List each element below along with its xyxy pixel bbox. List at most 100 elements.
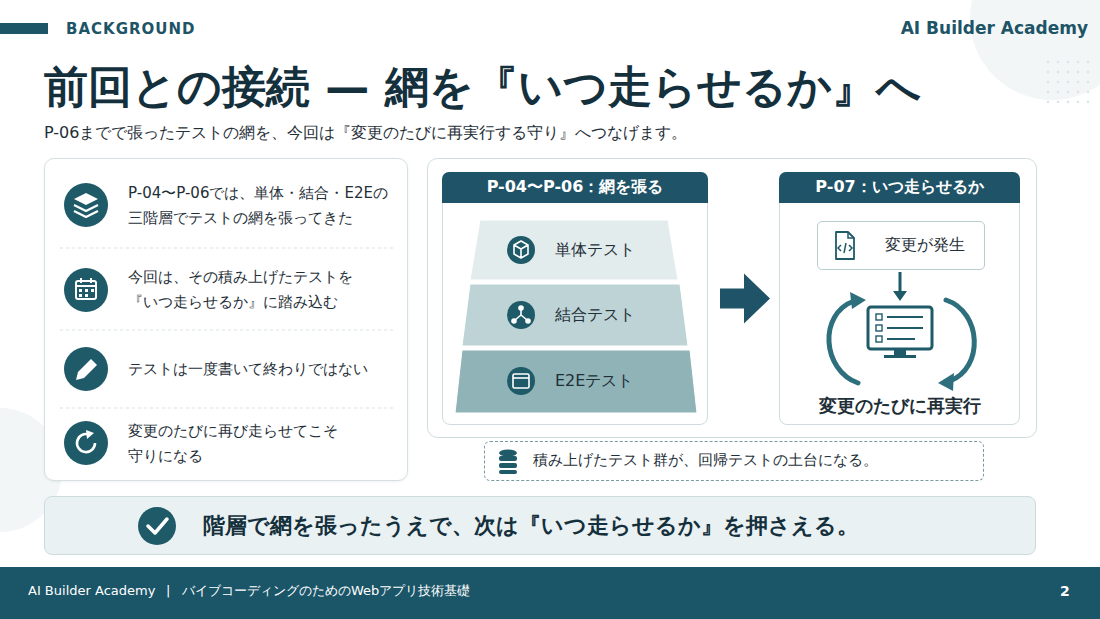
- path-shape: [836, 232, 854, 259]
- tier-label: E2Eテスト: [555, 350, 685, 413]
- page-number: 2: [1060, 581, 1070, 601]
- circle-shape: [1067, 81, 1070, 84]
- check-icon: [138, 507, 176, 545]
- box-heading: P-07：いつ走らせるか: [779, 172, 1020, 203]
- rect-shape: [513, 374, 529, 388]
- line-shape: [899, 272, 902, 293]
- rect-shape: [85, 289, 88, 292]
- circle-shape: [507, 236, 535, 264]
- rect-shape: [91, 289, 94, 292]
- circle-shape: [1057, 71, 1060, 74]
- rect-shape: [876, 325, 882, 331]
- path-shape: [74, 205, 98, 211]
- refresh-icon: [64, 421, 108, 465]
- dot-grid: [1047, 61, 1090, 104]
- circle-shape: [64, 268, 108, 312]
- pencil-icon: [64, 347, 108, 391]
- rect-shape: [76, 281, 96, 299]
- rect-shape: [85, 294, 88, 297]
- line-shape: [60, 408, 395, 409]
- circle-shape: [1047, 91, 1050, 94]
- cycle-arrows: [829, 292, 974, 391]
- stage-box: P-07：いつ走らせるか変更のたびに再実行変更が発生: [779, 172, 1020, 425]
- code-file-icon: [836, 232, 854, 259]
- tier-fill: [455, 350, 697, 413]
- polygon-shape: [938, 373, 954, 391]
- section-tag: BACKGROUND: [66, 19, 195, 39]
- footer-course: バイブコーディングのためのWebアプリ技術基礎: [182, 582, 470, 600]
- circle-shape: [507, 367, 535, 395]
- circle-shape: [1087, 91, 1090, 94]
- tier-fill: [462, 284, 688, 346]
- panel-point: テストは一度書いて終わりではない: [128, 357, 403, 382]
- path-shape: [77, 434, 95, 452]
- circle-shape: [64, 347, 108, 391]
- outer-frame: [428, 159, 1037, 438]
- pyramid-tier: 結合テスト: [462, 284, 688, 346]
- line-shape: [520, 309, 522, 315]
- pyramid-tier: 単体テスト: [470, 220, 678, 280]
- brand-name: AI Builder Academy: [901, 17, 1088, 39]
- path-shape: [74, 211, 98, 217]
- window-icon: [507, 367, 535, 395]
- rect-shape: [876, 314, 882, 320]
- path-shape: [829, 301, 858, 383]
- rect-shape: [884, 355, 916, 358]
- cube-icon: [507, 236, 535, 264]
- rect-shape: [79, 294, 82, 297]
- rect-shape: [499, 463, 517, 468]
- line-shape: [76, 285, 96, 287]
- circle-shape: [1047, 61, 1050, 64]
- panel-point: 変更のたびに再び走らせてこそ 守りになる: [128, 419, 403, 469]
- circle-shape: [1077, 101, 1080, 104]
- line-shape: [887, 316, 923, 318]
- decor-circle: [970, 0, 1100, 100]
- line-shape: [90, 278, 92, 283]
- circle-shape: [1057, 81, 1060, 84]
- calendar-icon: [64, 268, 108, 312]
- path-shape: [74, 193, 98, 205]
- ellipse-shape: [499, 450, 517, 457]
- pyramid-tier: E2Eテスト: [455, 350, 697, 413]
- network-icon: [507, 301, 535, 329]
- subtitle: P-06までで張ったテストの網を、今回は『変更のたびに再実行する守り』へつなげま…: [44, 122, 687, 144]
- row-separators: [60, 248, 395, 408]
- tier-label: 単体テスト: [555, 220, 675, 280]
- note-box: 積み上げたテスト群が、回帰テストの土台になる。: [484, 441, 984, 481]
- box-heading: P-04〜P-06：網を張る: [442, 172, 708, 203]
- footer-brand: AI Builder Academy: [28, 582, 155, 600]
- monitor-icon: [868, 307, 932, 358]
- tier-fill: [470, 220, 678, 280]
- stage-box: P-04〜P-06：網を張る単体テスト結合テストE2Eテスト: [442, 172, 708, 425]
- note-text: 積み上げたテスト群が、回帰テストの土台になる。: [533, 442, 978, 479]
- line-shape: [887, 327, 923, 329]
- circle-shape: [1067, 101, 1070, 104]
- path-shape: [514, 241, 528, 258]
- path-shape: [148, 519, 167, 533]
- circle-shape: [1077, 61, 1080, 64]
- polygon-shape: [893, 291, 907, 301]
- path-shape: [946, 300, 974, 381]
- panel-point: P-04〜P-06では、単体・結合・E2Eの 三階層でテストの網を張ってきた: [128, 181, 403, 231]
- footer-separator: |: [166, 582, 170, 600]
- path-shape: [838, 243, 852, 253]
- circle-shape: [1087, 61, 1090, 64]
- slide-title: 前回との接続 — 網を『いつ走らせるか』へ: [44, 57, 921, 117]
- circle-shape: [1087, 71, 1090, 74]
- circle-shape: [1057, 101, 1060, 104]
- circle-shape: [1087, 101, 1090, 104]
- circle-shape: [1047, 81, 1050, 84]
- rect-shape: [499, 470, 517, 474]
- down-arrow: [893, 272, 907, 301]
- line-shape: [60, 330, 395, 331]
- line-shape: [513, 377, 529, 379]
- circle-shape: [507, 301, 535, 329]
- line-shape: [521, 315, 527, 320]
- rect-shape: [894, 349, 906, 355]
- circle-shape: [138, 507, 176, 545]
- circle-shape: [1077, 91, 1080, 94]
- circle-shape: [1067, 91, 1070, 94]
- circle-shape: [525, 318, 531, 324]
